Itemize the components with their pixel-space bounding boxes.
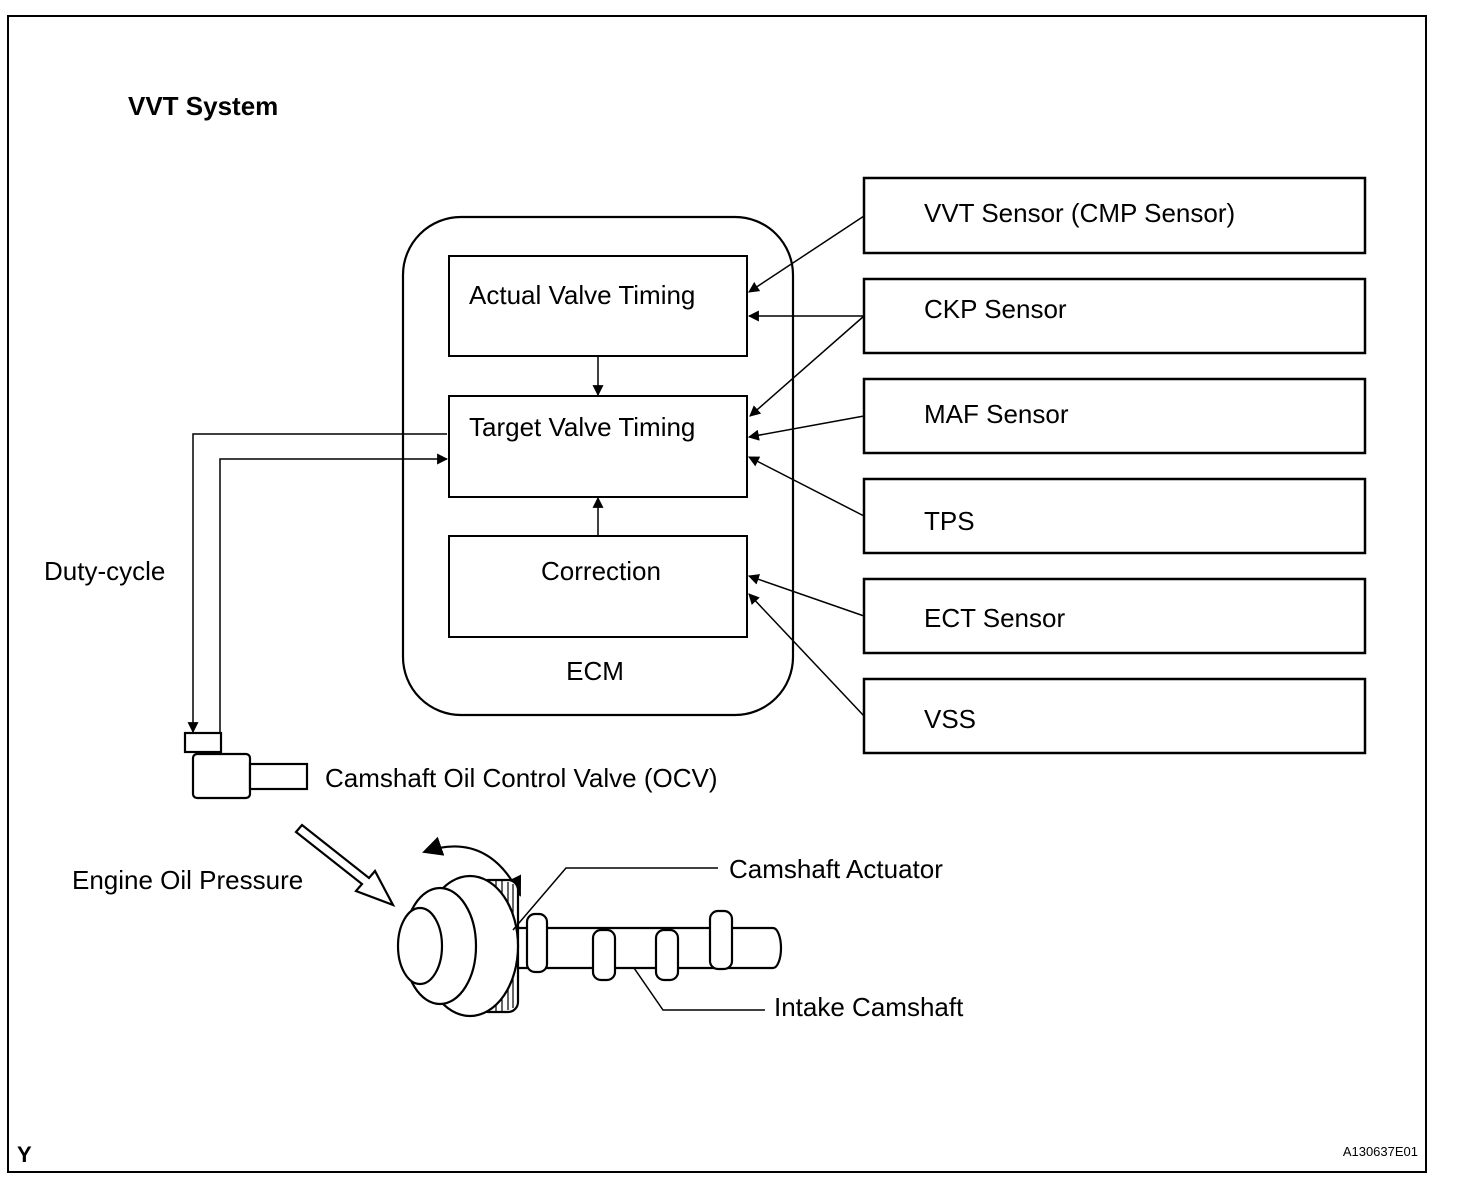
sensor-box-ect — [862, 577, 1367, 655]
sensor-label-vvt: VVT Sensor (CMP Sensor) — [924, 198, 1235, 228]
sensor-label-ckp: CKP Sensor — [924, 294, 1067, 324]
sensor-box-maf — [862, 377, 1367, 455]
camshaft-assembly-icon — [396, 874, 783, 1018]
sensor-label-maf: MAF Sensor — [924, 399, 1069, 429]
sensor-label-ect: ECT Sensor — [924, 603, 1065, 633]
ocv-label: Camshaft Oil Control Valve (OCV) — [325, 763, 718, 793]
camshaft-actuator-label: Camshaft Actuator — [729, 854, 943, 884]
arrow-tps-to-target — [748, 456, 865, 517]
target-valve-timing-label: Target Valve Timing — [469, 412, 695, 442]
actual-valve-timing-block — [448, 255, 748, 357]
engine-oil-pressure-label: Engine Oil Pressure — [72, 865, 303, 895]
correction-block — [448, 535, 748, 638]
sensor-box-vvt — [862, 176, 1367, 255]
ocv-icon — [183, 731, 309, 800]
arrow-vss-to-correction — [748, 593, 865, 717]
sensor-box-tps — [862, 477, 1367, 555]
arrow-maf-to-target — [747, 415, 865, 441]
duty-cycle-output-line — [187, 433, 447, 734]
arrow-ect-to-correction — [747, 574, 865, 617]
actual-valve-timing-label: Actual Valve Timing — [469, 280, 695, 310]
figure-id: A130637E01 — [1343, 1144, 1418, 1159]
sensor-label-tps: TPS — [924, 506, 975, 536]
sensor-box-vss — [862, 677, 1367, 755]
camshaft-actuator-leader — [512, 867, 718, 931]
ecm-label: ECM — [566, 656, 624, 686]
arrow-ckp-to-target — [749, 315, 865, 417]
ocv-feedback-line — [219, 453, 449, 736]
correction-label: Correction — [541, 556, 661, 586]
figure-frame — [7, 15, 1427, 1173]
intake-camshaft-label: Intake Camshaft — [774, 992, 964, 1022]
duty-cycle-label: Duty-cycle — [44, 556, 165, 586]
oil-pressure-arrow-icon — [294, 823, 396, 908]
diagram-title: VVT System — [128, 91, 278, 121]
arrow-vvt-to-actual — [748, 215, 865, 293]
sensor-label-vss: VSS — [924, 704, 976, 734]
intake-camshaft-leader — [633, 967, 765, 1011]
sensor-box-ckp — [862, 277, 1367, 355]
corner-mark: Y — [17, 1142, 32, 1167]
